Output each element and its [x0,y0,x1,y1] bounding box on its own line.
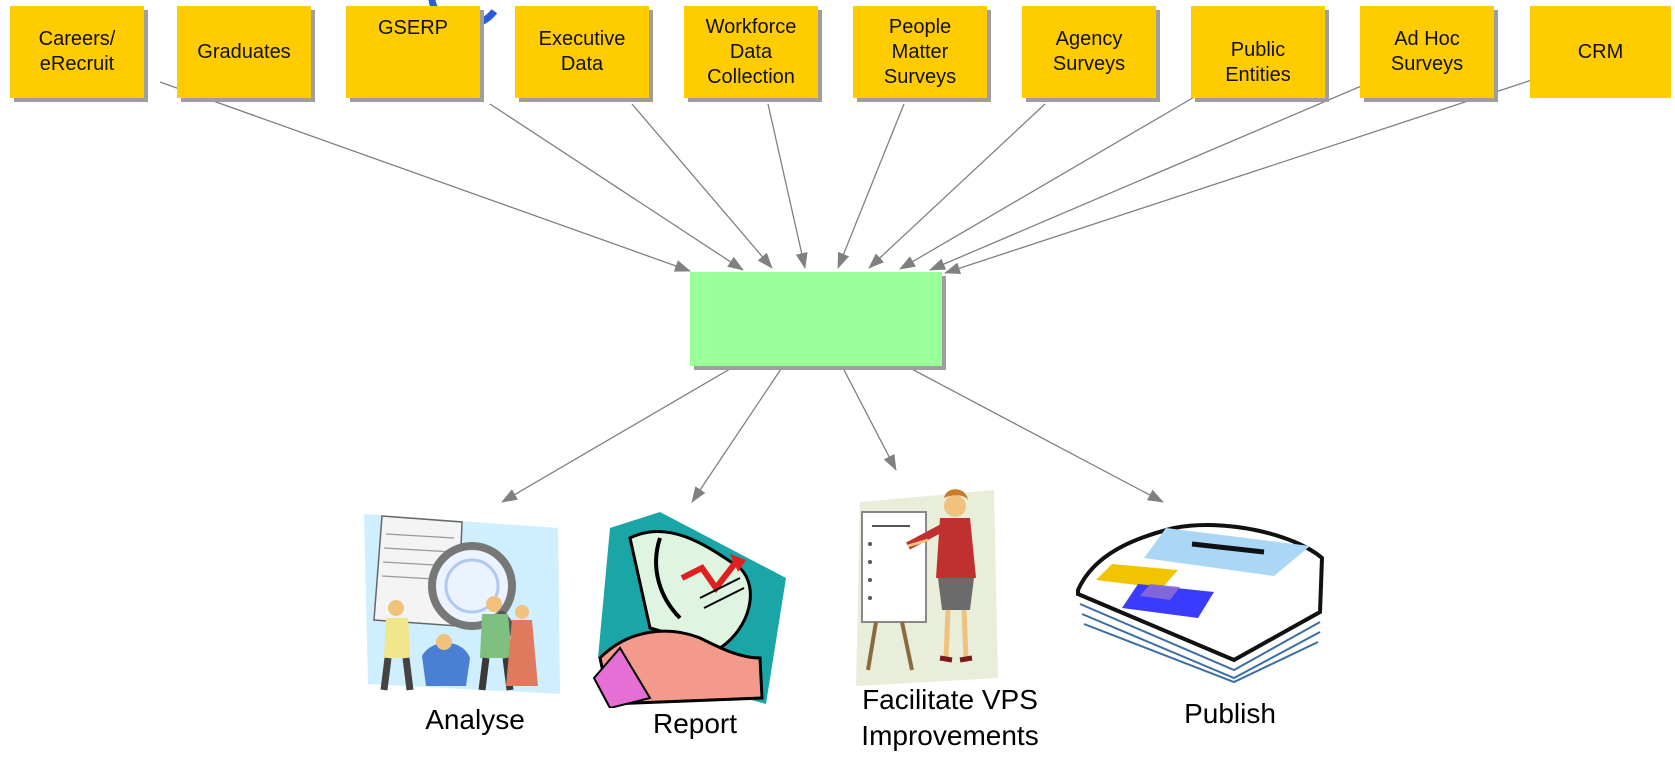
arrow-hub-to-publish [905,365,1164,503]
arrow-crm-to-hub [944,77,1539,275]
source-executive-data: Executive Data [515,6,649,98]
arrow-hub-to-facilitate [841,365,897,471]
source-people-matter-surveys: People Matter Surveys [853,6,987,98]
arrow-workforce-to-hub [767,103,808,269]
arrow-agency-to-hub [868,103,1046,269]
arrow-ad-hoc-to-hub [929,83,1367,271]
source-graduates: Graduates [177,6,311,98]
newspaper-clipart-icon [1075,523,1324,684]
output-label-analyse: Analyse [425,704,525,735]
source-workforce-data-collection: Workforce Data Collection [684,6,818,98]
source-crm: CRM [1530,6,1671,98]
arrow-public-entities-to-hub [899,95,1197,270]
source-ad-hoc-surveys: Ad Hoc Surveys [1360,6,1494,98]
arrow-gserp-to-hub [489,103,744,271]
output-label-facilitate-vps-improvements: Facilitate VPS Improvements [861,684,1039,751]
central-hub-box [690,272,942,366]
arrow-hub-to-report [691,365,784,503]
source-agency-surveys: Agency Surveys [1022,6,1156,98]
output-label-report: Report [652,708,738,739]
presentation-clipart-icon [856,489,998,686]
arrow-careers-to-hub [159,81,691,272]
source-gserp: GSERP [346,6,480,98]
analysis-clipart-icon [364,514,560,694]
source-careers-erecruit: Careers/ eRecruit [10,6,144,98]
source-public-entities: Public Entities [1191,6,1325,98]
output-label-publish: Publish [1184,698,1276,729]
arrow-executive-to-hub [631,103,773,269]
arrow-hub-to-analyse [501,365,736,503]
report-clipart-icon [592,512,786,708]
arrow-people-matter-to-hub [837,103,905,269]
